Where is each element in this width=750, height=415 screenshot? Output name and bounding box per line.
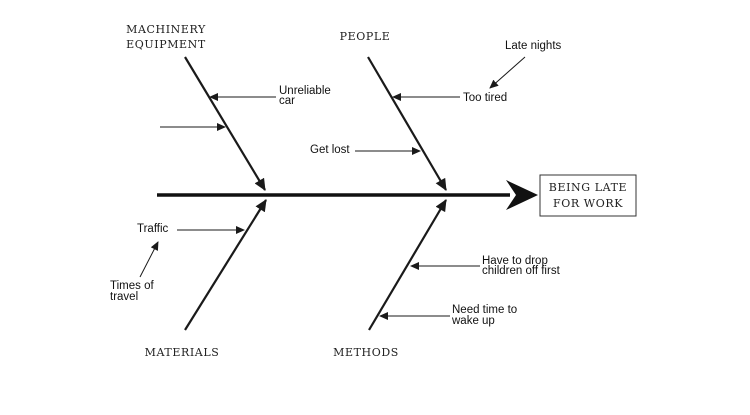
cause-traffic: Traffic <box>137 223 169 235</box>
bone-machinery <box>184 56 266 191</box>
cause-get-lost: Get lost <box>310 144 350 156</box>
bone-people <box>367 56 447 191</box>
cause-drop-children-line-2: children off first <box>482 265 561 277</box>
cause-times-of-travel-line-1: Times of <box>110 280 154 292</box>
category-machinery-line-1: MACHINERY <box>126 23 206 36</box>
arrow-times-of-travel <box>139 241 159 278</box>
effect-box <box>539 174 637 217</box>
cause-unreliable-car-line-2: car <box>279 95 295 107</box>
cause-need-time-line-1: Need time to <box>452 304 517 316</box>
cause-too-tired: Too tired <box>463 92 507 104</box>
cause-drop-children-line-1: Have to drop <box>482 255 548 267</box>
cause-need-time-line-2: wake up <box>451 315 495 327</box>
category-methods: METHODS <box>333 346 399 359</box>
effect-label-line-2: FOR WORK <box>553 197 623 210</box>
arrow-late-nights <box>489 56 526 89</box>
effect-label-line-1: BEING LATE <box>549 181 627 194</box>
cause-times-of-travel-line-2: travel <box>110 291 138 303</box>
category-materials: MATERIALS <box>145 346 220 359</box>
bone-materials <box>184 199 267 331</box>
category-people: PEOPLE <box>340 30 391 43</box>
cause-unreliable-car-line-1: Unreliable <box>279 85 331 97</box>
spine-arrowhead <box>506 180 538 210</box>
bone-methods <box>368 199 447 331</box>
cause-late-nights: Late nights <box>505 40 562 52</box>
category-machinery-line-2: EQUIPMENT <box>126 38 206 51</box>
